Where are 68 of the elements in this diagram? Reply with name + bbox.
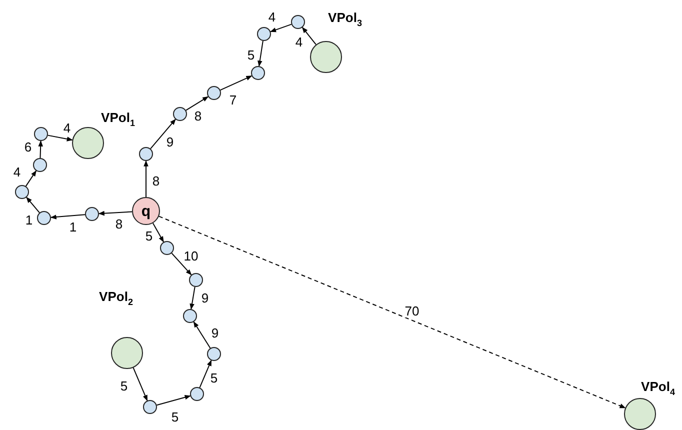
polygon-node xyxy=(624,398,656,430)
node-label: VPol$_{3}$ xyxy=(328,10,362,28)
path-node xyxy=(207,86,221,100)
edge-label: 5 xyxy=(119,380,129,392)
path-node xyxy=(291,15,305,29)
path-node xyxy=(33,158,47,172)
arrow xyxy=(150,118,176,150)
arrow xyxy=(156,395,191,406)
arrow xyxy=(132,367,148,402)
edge-label: 4 xyxy=(62,122,72,134)
path-node xyxy=(143,400,157,414)
edge-label: 10 xyxy=(182,250,200,262)
arrow xyxy=(258,40,264,67)
path-node xyxy=(189,273,203,287)
path-node xyxy=(37,211,51,225)
edge-label: 4 xyxy=(294,36,304,48)
polygon-node xyxy=(72,127,104,159)
edge-label: 7 xyxy=(228,94,238,106)
arrow xyxy=(302,26,316,45)
edge-label: 5 xyxy=(246,48,256,62)
edge-label: 1 xyxy=(24,214,34,226)
dashed-arrow xyxy=(158,216,626,408)
path-node xyxy=(190,387,204,401)
edge-label: 1 xyxy=(68,220,78,234)
arrow xyxy=(185,96,209,111)
arrow xyxy=(26,196,40,214)
arrow xyxy=(220,75,252,91)
path-node xyxy=(15,185,29,199)
arrow xyxy=(144,160,148,198)
arrow xyxy=(171,252,192,276)
edge-label: 4 xyxy=(267,10,277,24)
arrow xyxy=(98,210,133,216)
edge-label: 9 xyxy=(165,136,175,148)
edge-label: 70 xyxy=(404,304,420,318)
path-node xyxy=(34,127,48,141)
path-node xyxy=(183,309,197,323)
arrow xyxy=(193,321,211,349)
arrow xyxy=(47,134,73,142)
edge-label: 5 xyxy=(144,230,154,242)
path-node xyxy=(251,66,265,80)
polygon-node xyxy=(111,337,143,369)
node-label: VPol$_{2}$ xyxy=(99,289,133,307)
arrow xyxy=(270,24,292,32)
arrow xyxy=(190,286,196,310)
arrow xyxy=(199,360,212,388)
arrow xyxy=(25,170,37,187)
arrow xyxy=(50,214,86,220)
query-node: q xyxy=(132,197,160,225)
path-node xyxy=(173,107,187,121)
polygon-node xyxy=(310,41,342,73)
edge-label: 8 xyxy=(114,218,124,230)
path-node xyxy=(257,27,271,41)
edge-label: 4 xyxy=(12,166,22,178)
path-node xyxy=(160,241,174,255)
node-label: VPol$_{1}$ xyxy=(101,110,135,128)
edge-label: 6 xyxy=(23,140,33,154)
path-node xyxy=(85,207,99,221)
arrow xyxy=(152,222,164,242)
node-label: VPol$_{4}$ xyxy=(641,379,675,397)
path-node xyxy=(207,347,221,361)
edge-label: 5 xyxy=(209,372,219,384)
edge-label: 8 xyxy=(151,174,161,188)
edge-label: 5 xyxy=(170,410,180,424)
edge-label: 9 xyxy=(210,326,220,340)
path-node xyxy=(139,147,153,161)
arrow xyxy=(38,140,43,158)
edge-label: 8 xyxy=(193,110,203,122)
edge-label: 9 xyxy=(200,292,210,304)
